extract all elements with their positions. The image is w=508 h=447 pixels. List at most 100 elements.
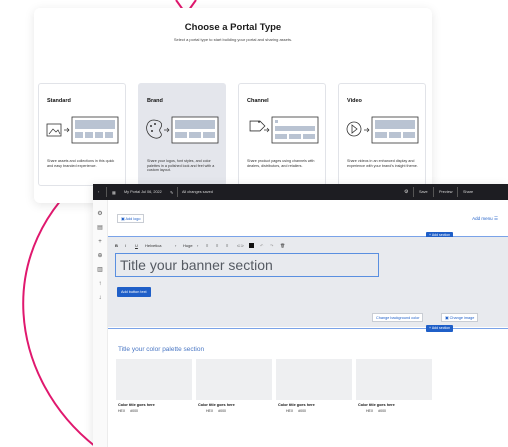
color-swatch xyxy=(356,359,432,400)
divider xyxy=(457,187,458,197)
play-to-layout-icon xyxy=(346,116,419,144)
change-background-color-button[interactable]: Change background color xyxy=(372,313,424,322)
hex-label: HEX xyxy=(118,409,126,413)
banner-title: Title your banner section xyxy=(120,257,273,273)
hex-label: HEX xyxy=(366,409,374,413)
color-title: Color title goes here xyxy=(278,403,315,407)
underline-button[interactable]: U xyxy=(135,243,138,248)
font-chevron-icon: › xyxy=(175,243,177,248)
banner-title-editor[interactable]: Title your banner section xyxy=(115,253,379,277)
color-swatch-card[interactable]: Color title goes here HEX #000 xyxy=(196,359,272,433)
add-logo-label: Add logo xyxy=(125,217,141,221)
portal-type-description: Share videos in an enhanced display and … xyxy=(347,159,418,168)
gear-icon[interactable]: ⚙ xyxy=(404,188,409,195)
image-icon: ▣ xyxy=(445,316,450,320)
font-family-select[interactable]: Helvetica xyxy=(145,243,162,248)
arrow-up-icon[interactable]: ↑ xyxy=(98,281,102,287)
portal-type-video[interactable]: Video Share videos in an enhanced displa… xyxy=(338,83,426,186)
italic-button[interactable]: I xyxy=(125,243,127,248)
portal-type-dialog: Choose a Portal Type Select a portal typ… xyxy=(34,8,432,203)
align-left-icon[interactable]: ≡ xyxy=(206,243,209,248)
divider xyxy=(177,187,178,197)
portal-type-name: Channel xyxy=(247,98,269,104)
add-section-button[interactable]: + Add section xyxy=(426,325,454,332)
color-hex: HEX #000 xyxy=(206,409,231,413)
divider xyxy=(433,187,434,197)
color-title: Color title goes here xyxy=(118,403,155,407)
layout-grid-icon[interactable]: ▦ xyxy=(112,190,116,195)
add-logo-button[interactable]: ▣ Add logo xyxy=(117,214,145,223)
dialog-title: Choose a Portal Type xyxy=(184,22,282,33)
link-icon[interactable]: ⊂⊃ xyxy=(237,243,244,248)
change-image-button[interactable]: ▣ Change image xyxy=(441,313,479,322)
image-icon: ▣ xyxy=(121,217,126,221)
divider xyxy=(413,187,414,197)
undo-icon[interactable]: ↶ xyxy=(260,243,264,248)
portal-type-description: Share assets and collections in this qui… xyxy=(47,159,115,168)
change-image-label: Change image xyxy=(449,316,475,320)
color-hex: HEX #000 xyxy=(366,409,391,413)
add-button-text-button[interactable]: Add button text xyxy=(117,287,151,297)
hex-value: #000 xyxy=(218,409,226,413)
page-icon[interactable]: ▤ xyxy=(97,225,103,231)
add-section-button[interactable]: + Add section xyxy=(426,232,454,239)
save-button[interactable]: Save xyxy=(419,189,428,194)
hex-label: HEX xyxy=(206,409,214,413)
text-color-swatch[interactable] xyxy=(249,243,254,248)
palette-section-title[interactable]: Title your color palette section xyxy=(118,346,205,353)
align-right-icon[interactable]: ≡ xyxy=(226,243,229,248)
add-menu-button[interactable]: Add menu ☰ xyxy=(472,216,498,222)
bold-button[interactable]: B xyxy=(115,243,118,248)
palette-to-layout-icon xyxy=(146,116,219,144)
settings-icon[interactable]: ⚙ xyxy=(97,211,103,217)
portal-type-standard[interactable]: Standard Share assets and collections in… xyxy=(38,83,126,186)
save-status: All changes saved xyxy=(182,189,213,194)
color-swatch-card[interactable]: Color title goes here HEX #000 xyxy=(356,359,432,433)
color-swatch-card[interactable]: Color title goes here HEX #000 xyxy=(276,359,352,433)
color-swatch xyxy=(276,359,352,400)
redo-icon[interactable]: ↷ xyxy=(270,243,274,248)
portal-type-name: Brand xyxy=(147,98,163,104)
add-menu-label: Add menu xyxy=(472,216,493,221)
decorative-arc-left xyxy=(22,169,97,447)
share-button[interactable]: Share xyxy=(463,189,474,194)
editor-left-rail: ⚙ ▤ + ⊕ ▥ ↑ ↓ xyxy=(93,200,108,447)
section-divider xyxy=(108,328,508,329)
portal-name[interactable]: My Portal Jul 06, 2022 xyxy=(124,189,162,194)
portal-editor: ‹ ▦ My Portal Jul 06, 2022 ✎ All changes… xyxy=(93,184,508,447)
align-center-icon[interactable]: ≡ xyxy=(216,243,219,248)
hex-value: #000 xyxy=(298,409,306,413)
hex-value: #000 xyxy=(130,409,138,413)
portal-type-description: Share product pages using channels with … xyxy=(247,159,315,168)
color-hex: HEX #000 xyxy=(286,409,311,413)
portal-type-name: Standard xyxy=(47,98,71,104)
back-chevron-icon[interactable]: ‹ xyxy=(98,189,100,194)
hex-label: HEX xyxy=(286,409,294,413)
menu-icon: ☰ xyxy=(493,216,498,221)
color-swatch xyxy=(196,359,272,400)
add-icon[interactable]: + xyxy=(98,239,102,245)
trash-icon[interactable]: 🗑 xyxy=(280,243,286,248)
color-hex: HEX #000 xyxy=(118,409,143,413)
color-swatch-card[interactable]: Color title goes here HEX #000 xyxy=(116,359,192,433)
preview-button[interactable]: Preview xyxy=(439,189,453,194)
banner-section: B I U Helvetica › Huge › ≡ ≡ ≡ ⊂⊃ ↶ ↷ 🗑 … xyxy=(108,237,508,327)
portal-type-channel[interactable]: Channel Share product pages using channe… xyxy=(238,83,326,186)
color-title: Color title goes here xyxy=(198,403,235,407)
divider xyxy=(106,187,107,197)
font-size-select[interactable]: Huge xyxy=(183,243,193,248)
arrow-down-icon[interactable]: ↓ xyxy=(98,295,102,301)
dialog-subtitle: Select a portal type to start building y… xyxy=(173,37,293,42)
logo-header-section: ▣ Add logo Add menu ☰ xyxy=(108,200,508,234)
portal-type-brand[interactable]: Brand Share your logos, font styles, and… xyxy=(138,83,226,186)
hex-value: #000 xyxy=(378,409,386,413)
portal-type-name: Video xyxy=(347,98,362,104)
color-title: Color title goes here xyxy=(358,403,395,407)
edit-pencil-icon[interactable]: ✎ xyxy=(170,190,174,195)
color-swatch xyxy=(116,359,192,400)
circle-add-icon[interactable]: ⊕ xyxy=(97,253,103,259)
gallery-icon[interactable]: ▥ xyxy=(97,267,103,273)
image-to-layout-icon xyxy=(46,116,119,144)
portal-type-description: Share your logos, font styles, and color… xyxy=(147,159,215,173)
size-chevron-icon: › xyxy=(197,243,199,248)
